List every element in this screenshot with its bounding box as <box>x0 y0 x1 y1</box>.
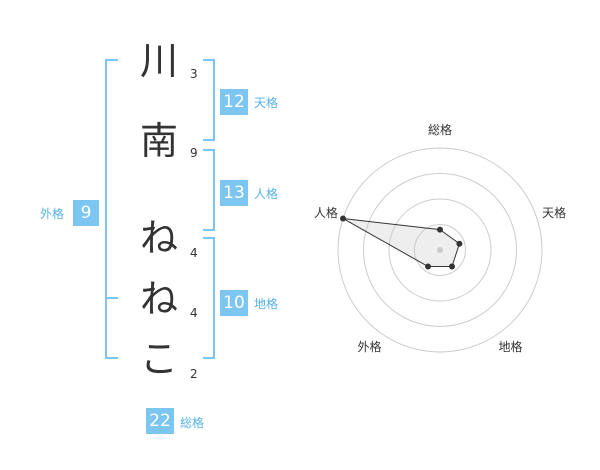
radar-point-1 <box>437 226 443 233</box>
radar-axis-label-2: 天格 <box>542 205 566 220</box>
gaikaku-value: 9 <box>73 200 99 226</box>
tenkaku-value: 12 <box>220 89 248 115</box>
radar-center <box>437 247 443 253</box>
radar-area <box>342 217 460 268</box>
soukaku-label: 総格 <box>180 416 205 430</box>
radar-ring <box>414 224 466 276</box>
radar-axis-label-5: 人格 <box>314 205 338 220</box>
chikaku-value: 10 <box>220 290 248 316</box>
jinkaku-value: 13 <box>220 180 248 206</box>
tenkaku-label: 天格 <box>254 96 279 110</box>
stroke-count-1: 3 <box>190 67 198 81</box>
radar-axis-label-3: 地格 <box>499 339 523 354</box>
radar-axis-label-1: 総格 <box>428 122 452 137</box>
stroke-count-3: 4 <box>190 246 198 260</box>
radar-ring <box>388 198 492 302</box>
radar-point-5 <box>339 215 346 222</box>
soukaku-value: 22 <box>146 408 174 434</box>
stroke-count-4: 4 <box>190 306 198 320</box>
stroke-count-2: 9 <box>190 146 198 160</box>
name-char-2: 南 <box>139 119 178 163</box>
name-char-5: こ <box>139 337 178 381</box>
name-char-3: ね <box>139 216 178 260</box>
radar-axis-label-4: 外格 <box>357 339 381 354</box>
radar-ring <box>337 147 543 353</box>
radar-point-2 <box>456 240 463 247</box>
stroke-count-5: 2 <box>190 367 198 381</box>
gaikaku-label: 外格 <box>40 207 65 221</box>
name-char-1: 川 <box>139 39 178 83</box>
jinkaku-label: 人格 <box>254 187 279 201</box>
radar-point-4 <box>425 263 432 270</box>
name-char-4: ね <box>139 277 178 321</box>
radar-ring <box>363 173 517 327</box>
chikaku-label: 地格 <box>254 297 279 311</box>
radar-point-3 <box>448 263 455 270</box>
